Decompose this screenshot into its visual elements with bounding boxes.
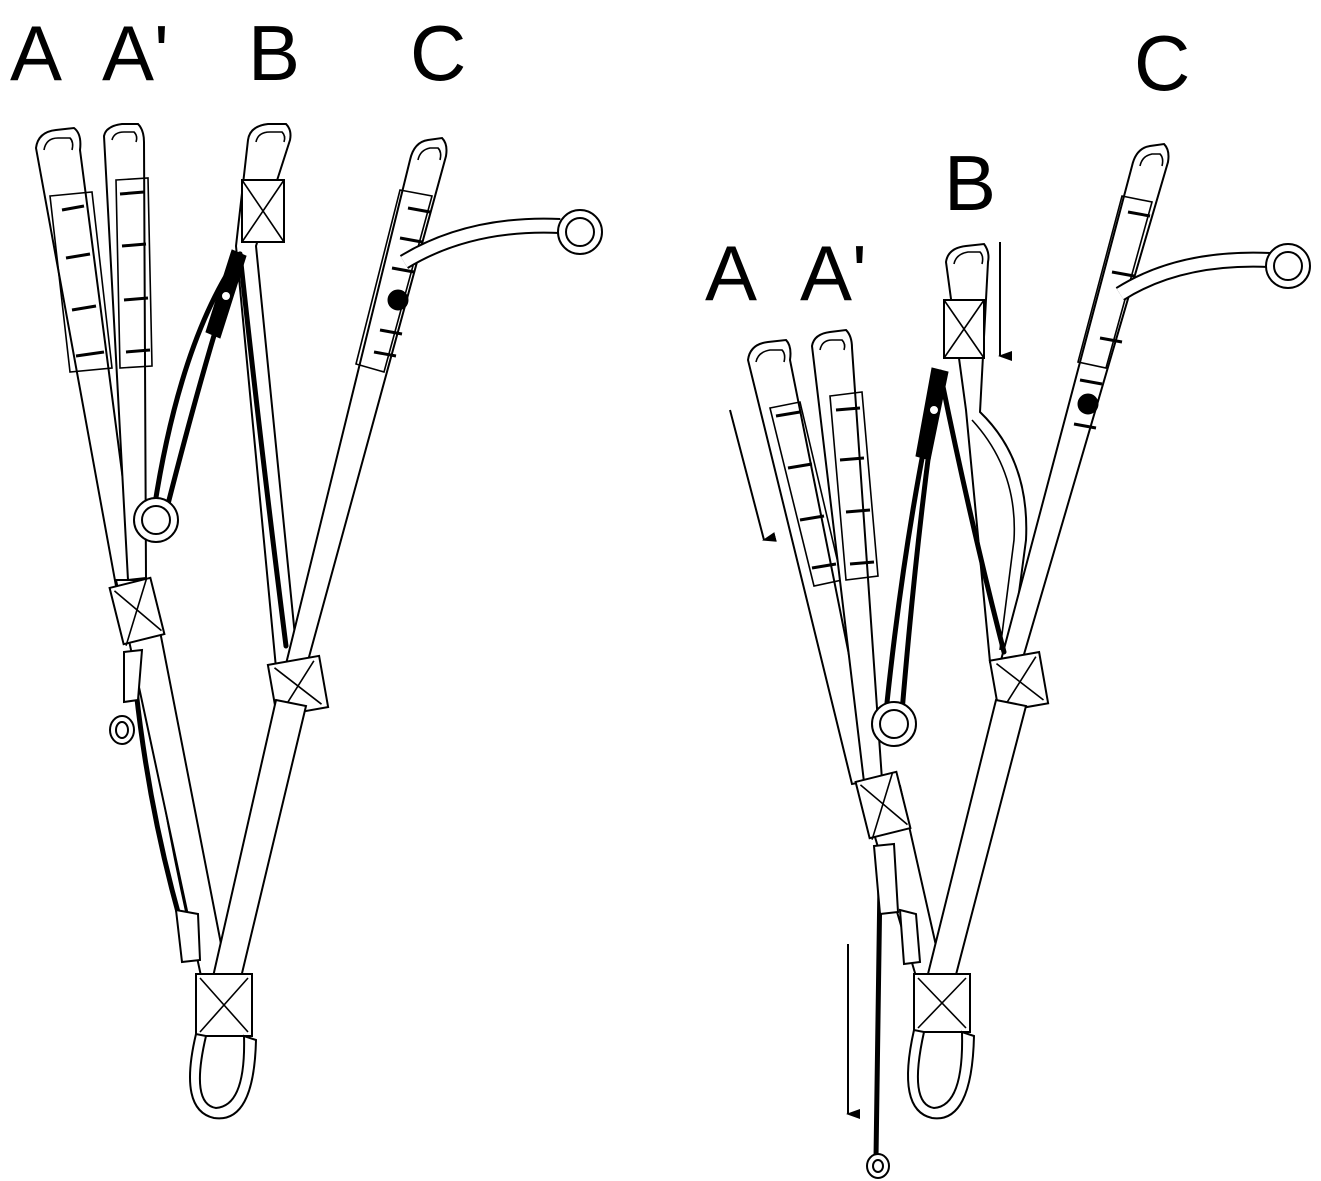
right-c-grommet	[1077, 393, 1099, 415]
left-speed-lines	[133, 249, 289, 943]
left-label-b: B	[248, 9, 300, 97]
right-label-b: B	[944, 139, 996, 227]
right-riser-set: A A' B C	[705, 19, 1311, 1179]
right-label-a: A	[705, 229, 757, 317]
right-bc-lower-strap	[922, 698, 1028, 991]
right-label-c: C	[1134, 19, 1190, 107]
left-strap-a-prime	[102, 123, 153, 582]
left-c-grommet	[387, 289, 409, 311]
left-bc-lower-strap	[208, 698, 308, 991]
right-strap-b	[943, 242, 1028, 664]
right-strap-c	[998, 142, 1311, 670]
left-label-c: C	[410, 9, 466, 97]
right-main-loop	[907, 1028, 976, 1120]
left-main-loop	[189, 1032, 258, 1120]
left-label-a: A	[10, 9, 62, 97]
left-strap-b	[234, 123, 300, 670]
left-label-a-prime: A'	[102, 9, 169, 97]
left-strap-a	[34, 126, 138, 588]
right-strap-a-prime	[810, 328, 884, 784]
left-riser-set: A A' B C	[10, 9, 603, 1120]
right-label-a-prime: A'	[800, 229, 867, 317]
right-a-pull-arrow	[729, 409, 777, 542]
left-strap-c	[284, 136, 603, 670]
right-speed-lines	[866, 367, 1007, 1179]
